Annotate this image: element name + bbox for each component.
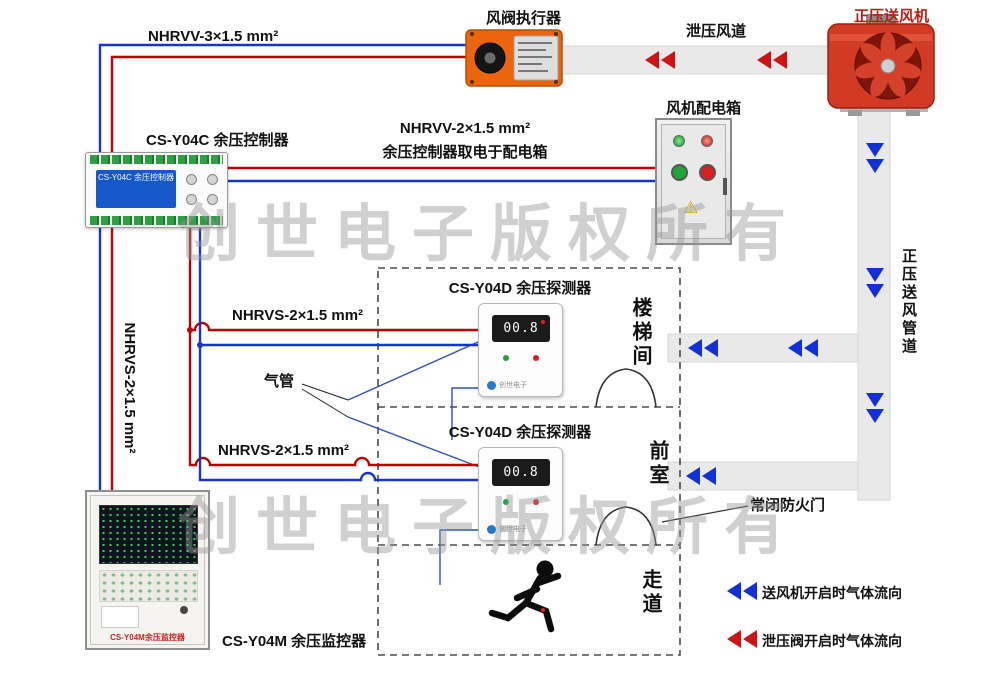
monitor-label: CS-Y04M 余压监控器 [222,633,367,650]
fire-door-label: 常闭防火门 [750,497,826,514]
power-wire-label: NHRVV-2×1.5 mm² [399,120,531,137]
detector-display-led [541,320,545,324]
supply-fan-image [827,14,935,116]
red-indicator [533,355,539,361]
door-arc-anteroom [595,506,657,546]
red-indicator [533,499,539,505]
detector1-label: CS-Y04D 余压探测器 [448,280,592,297]
wire-red-detector1 [190,321,478,332]
actuator-label: 风阀执行器 [486,10,562,27]
relief-duct-label: 泄压风道 [686,23,747,40]
pressure-monitor-device: CS-Y04M余压监控器 [85,490,210,650]
detector2-label: CS-Y04D 余压探测器 [448,424,592,441]
room-label-stairwell: 楼梯间 [629,297,651,369]
brand-mark: 创世电子 [487,524,527,534]
wire-blue-detector2 [198,226,478,482]
air-tube-lines [347,337,488,585]
monitor-keypad [99,570,198,602]
power-wire-note: 余压控制器取电于配电箱 [382,144,548,161]
room-label-corridor: 走道 [639,569,661,617]
controller-button [186,174,197,185]
powerbox-label: 风机配电箱 [666,100,742,117]
brand-name: 创世电子 [499,526,527,533]
wire-label-monitor: NHRVS-2×1.5 mm² [121,322,138,454]
green-pilot-light [673,135,685,147]
wiring [98,43,655,492]
wire-label-detector1: NHRVS-2×1.5 mm² [232,307,364,324]
air-tube-pointer-lines [301,383,349,418]
detector-display: 00.8 [492,459,550,486]
terminal-strip [90,155,223,164]
terminal-strip [90,216,223,225]
controller-button [206,193,218,205]
controller-button [206,174,218,185]
controller-lcd: CS-Y04C 余压控制器 [96,170,176,208]
wire-label-detector2: NHRVS-2×1.5 mm² [218,442,350,459]
fan-power-box-device: ⚠ [655,118,732,245]
legend-supply-text: 送风机开启时气体流向 [762,585,902,601]
red-pilot-light [701,135,713,147]
legend-relief-text: 泄压阀开启时气体流向 [762,633,902,649]
fire-door-leader-line [661,505,749,523]
powerbox-door [661,124,726,239]
wire-junction-red [187,327,193,333]
pressure-detector-device-1: 00.8 创世电子 [478,303,563,397]
pressure-controller-device: CS-Y04C 余压控制器 [85,152,228,228]
green-indicator [503,499,509,505]
keyhole [180,606,188,614]
supply-duct-label: 正压送风管道 [900,248,917,356]
wire-red-detector2 [188,226,478,467]
detector-display-led [541,608,545,612]
legend-supply-arrow [727,582,757,600]
wire-junction-blue [197,342,203,348]
runner-icon [488,560,562,633]
pressure-detector-device-2: 00.8 创世电子 [478,447,563,612]
monitor-panel-text: CS-Y04M余压监控器 [110,633,185,642]
legend-relief-arrow [727,630,757,648]
brand-name: 创世电子 [499,382,527,389]
relief-duct [561,45,839,75]
wire-red-actuator [110,55,468,156]
wire-blue-actuator [98,43,468,156]
controller-button [186,193,197,205]
warning-icon: ⚠ [683,198,699,217]
fan-label: 正压送风机 [854,8,930,25]
building-dashed-outline [377,267,681,656]
label-slip [101,606,139,628]
door-arc-stairwell [595,368,657,408]
wire-label-top: NHRVV-3×1.5 mm² [148,28,279,45]
supply-duct-vertical [857,107,891,501]
stop-button [699,164,716,181]
controller-label: CS-Y04C 余压控制器 [146,132,289,149]
door-handle [723,178,727,195]
brand-logo-icon [487,524,496,534]
detector-display: 00.8 [492,315,550,342]
start-button [671,164,688,181]
monitor-screen [99,505,198,564]
green-indicator [503,355,509,361]
room-label-anteroom: 前室 [646,440,668,488]
brand-mark: 创世电子 [487,380,527,390]
monitor-door [90,495,205,645]
brand-logo-icon [487,380,496,390]
air-tube-label: 气管 [264,373,295,390]
valve-actuator-image [465,29,563,87]
controller-buttons [186,174,222,208]
